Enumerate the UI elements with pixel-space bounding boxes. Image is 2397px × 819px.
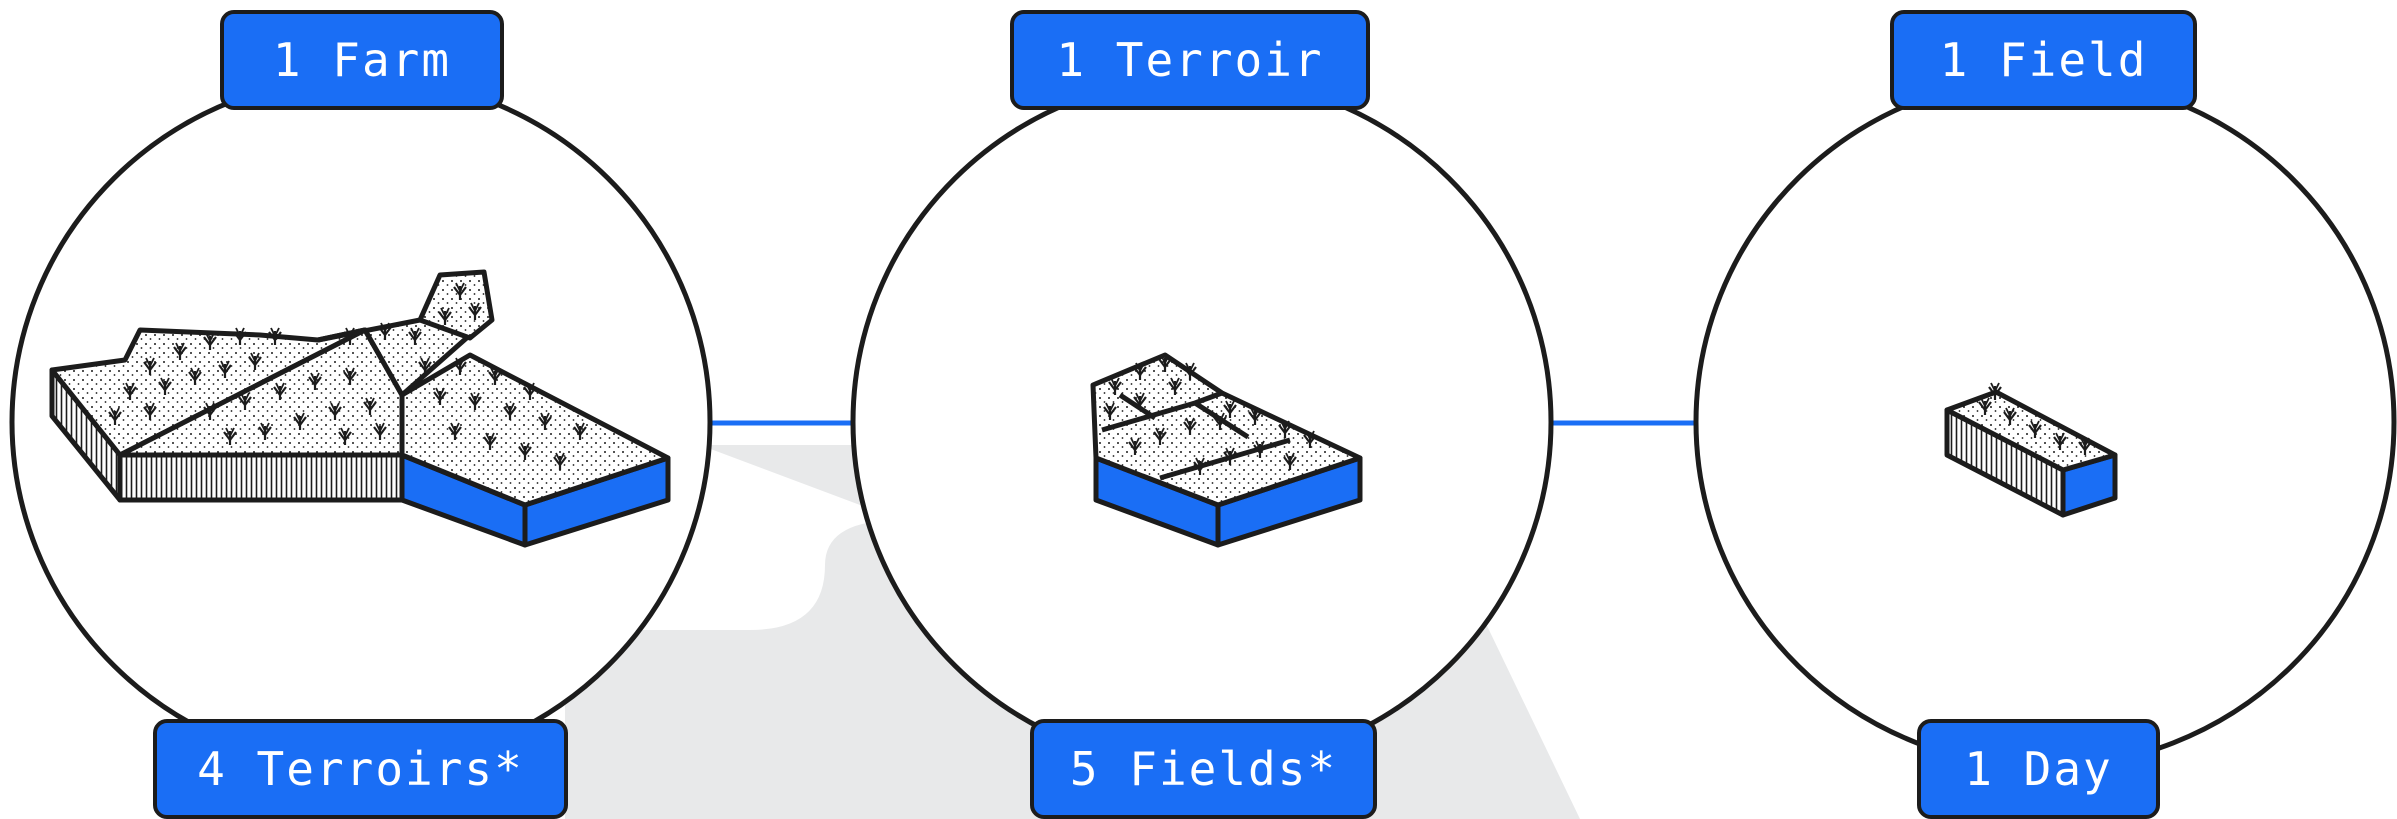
- field-bottom-label: 1 Day: [1917, 719, 2160, 819]
- field-top-label: 1 Field: [1890, 10, 2197, 110]
- farm-bottom-label: 4 Terroirs*: [153, 719, 568, 819]
- terroir-bottom-label: 5 Fields*: [1030, 719, 1377, 819]
- field-illustration: [1944, 381, 2118, 518]
- terroir-top-label: 1 Terroir: [1010, 10, 1370, 110]
- farm-illustration: [49, 269, 671, 548]
- farm-top-label: 1 Farm: [220, 10, 504, 110]
- terroir-illustration: [1090, 352, 1363, 548]
